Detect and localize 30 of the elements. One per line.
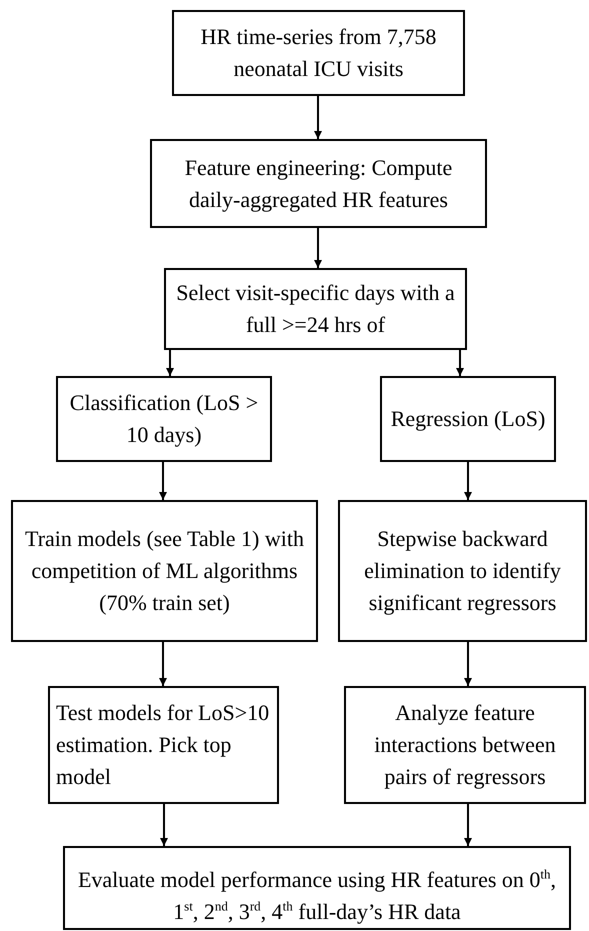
arrow [160,804,168,846]
process-box [344,686,586,804]
box-text: Evaluate model performance using HR features on 0$^{th}$, 1$^{st}$, 2$^{nd}$, 3$^{rd}$, 4$^{th}$ full-day’s HR data [76,866,558,926]
process-box [338,500,587,642]
process-box [56,376,272,462]
arrow [464,462,472,500]
process-box [380,376,556,462]
box-text: HR time-series from 7,758 neonatal ICU visits [200,23,438,83]
box-text: Select visit-specific days with a full >=24 hrs of [175,279,456,339]
arrow [464,804,472,846]
arrow [464,642,472,686]
process-box [63,846,571,930]
box-text: Train models (see Table 1) with competition of ML algorithms (70% train set) [24,525,305,617]
arrow [456,350,464,376]
box-text: Classification (LoS > 10 days) [68,389,260,449]
arrow [314,96,322,139]
box-text: Feature engineering: Compute daily-aggregated HR features [184,154,454,214]
arrow [314,228,322,268]
box-text: Regression (LoS) [390,405,546,433]
box-text: Stepwise backward elimination to identify significant regressors [363,525,562,617]
process-box [48,686,279,804]
process-box [164,268,467,350]
process-box [11,500,318,642]
arrow [166,350,174,376]
arrow [159,642,167,686]
box-text: Analyze feature interactions between pairs of regressors [373,699,557,791]
process-box [172,10,465,96]
arrow [159,462,167,500]
process-box [150,139,487,228]
box-text: Test models for LoS>10 estimation. Pick top model [56,699,270,791]
